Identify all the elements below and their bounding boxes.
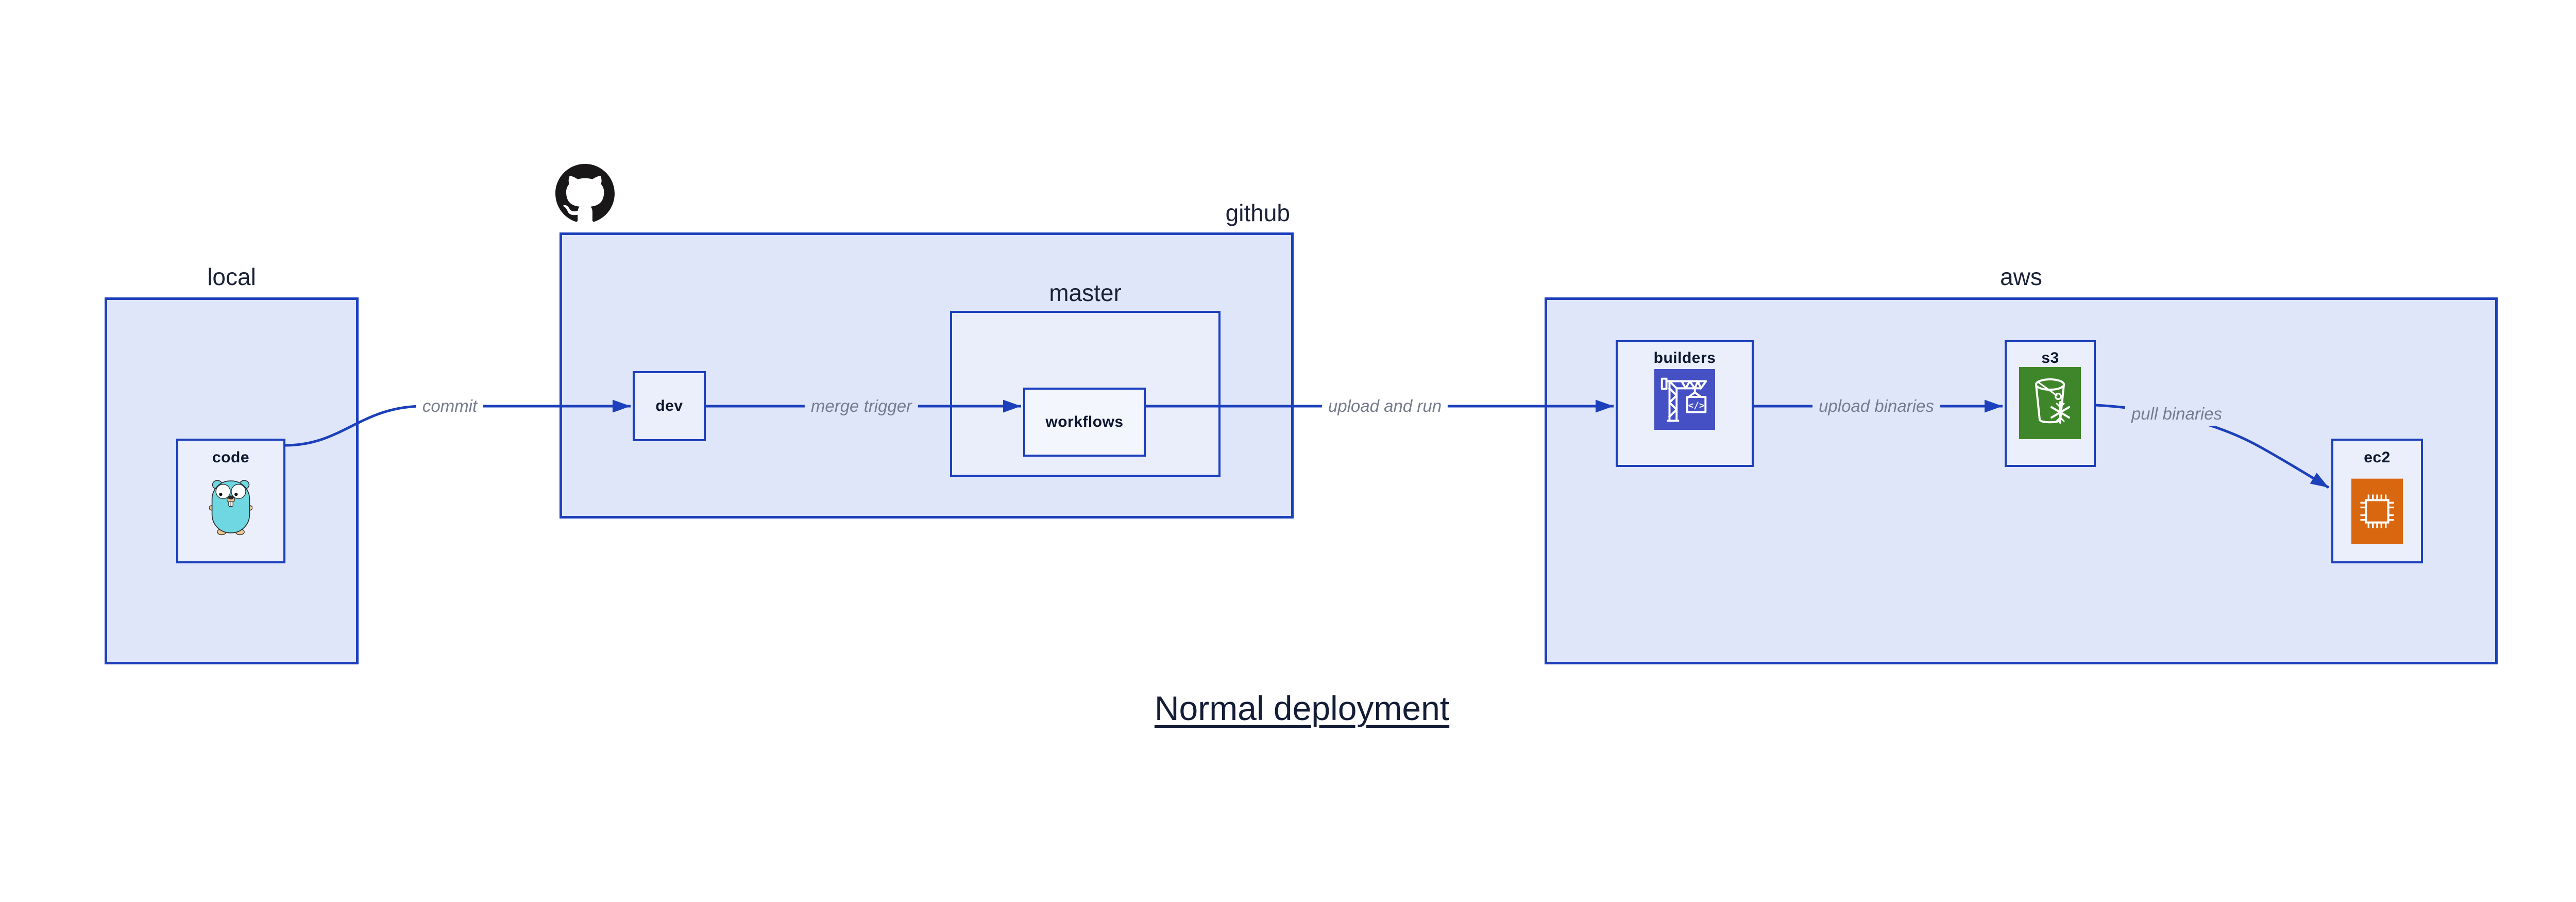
- node-label-builders: builders: [1653, 349, 1716, 366]
- edge-label-pull-binaries: pull binaries: [2125, 402, 2229, 426]
- codebuild-crane-icon: </>: [1654, 369, 1715, 430]
- diagram-title: Normal deployment: [1154, 689, 1450, 727]
- group-label-local: local: [207, 263, 256, 290]
- s3-bucket-icon: [2019, 367, 2081, 439]
- node-label-s3: s3: [2041, 349, 2059, 366]
- group-label-github: github: [1225, 199, 1290, 226]
- node-label-code: code: [212, 449, 250, 466]
- group-github: github dev master workflows: [560, 199, 1294, 519]
- node-ec2: ec2: [2331, 439, 2423, 563]
- edge-label-commit: commit: [416, 394, 484, 418]
- edge-commit-arrow: [285, 399, 631, 447]
- edge-label-upload-binaries: upload binaries: [1812, 394, 1940, 418]
- node-dev: dev: [633, 371, 706, 441]
- node-label-dev: dev: [655, 397, 683, 414]
- group-label-master: master: [1049, 279, 1122, 306]
- group-local: local code: [105, 263, 359, 664]
- svg-text:</>: </>: [1688, 400, 1705, 411]
- ec2-chip-icon: [2351, 478, 2403, 544]
- node-label-ec2: ec2: [2364, 449, 2391, 466]
- edge-label-merge-trigger: merge trigger: [804, 394, 919, 418]
- node-builders: builders </>: [1616, 340, 1754, 467]
- group-label-aws: aws: [2000, 263, 2042, 290]
- go-gopher-icon: [209, 480, 252, 536]
- node-label-workflows: workflows: [1045, 413, 1124, 430]
- group-master: master workflows: [950, 279, 1221, 477]
- github-octocat-icon: [555, 164, 615, 222]
- edge-label-upload-and-run: upload and run: [1321, 394, 1448, 418]
- node-workflows: workflows: [1023, 388, 1146, 457]
- node-code: code: [176, 439, 285, 563]
- group-aws: aws builders </> s3: [1545, 263, 2498, 664]
- node-s3: s3: [2005, 340, 2096, 467]
